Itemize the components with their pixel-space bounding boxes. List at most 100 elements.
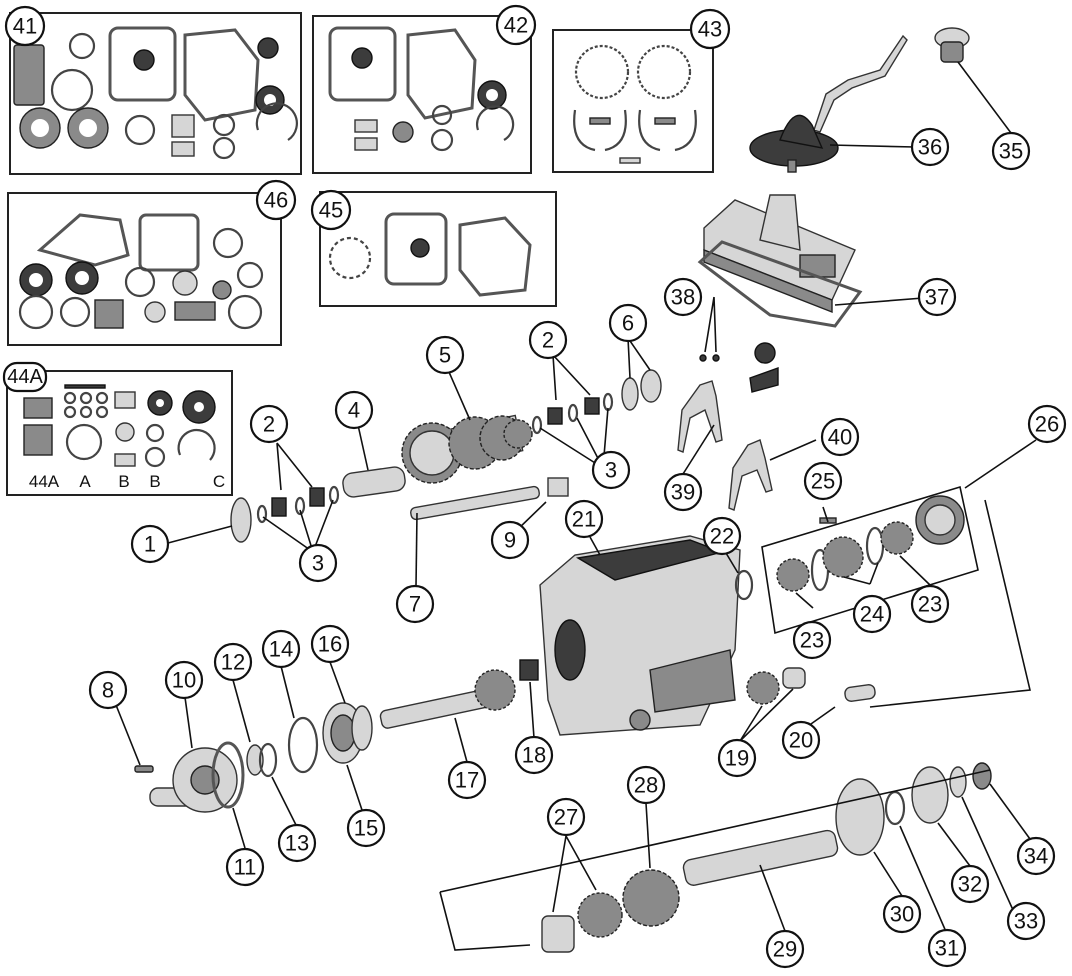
callout-label: 14: [269, 637, 293, 662]
snap-ring-13: [258, 742, 278, 778]
callout-2-left: 2: [249, 404, 289, 444]
callout-label: 7: [409, 592, 421, 617]
poppet-parts: [699, 342, 779, 393]
callout-36: 36: [910, 127, 950, 167]
snap-ring-14: [287, 716, 319, 774]
cluster-spacer: [342, 466, 406, 498]
callout-15: 15: [346, 808, 386, 848]
callout-label: 19: [725, 746, 749, 771]
kit-44a-label-c: C: [213, 472, 225, 491]
mainshaft: [682, 829, 839, 886]
mainshaft-nut: [972, 762, 992, 790]
kit-box-42: 42: [312, 4, 537, 174]
lock-plate: [547, 477, 569, 497]
callout-39: 39: [663, 472, 703, 512]
callout-6: 6: [608, 303, 648, 343]
reverse-idler-gear: [746, 667, 806, 705]
shift-knob: [934, 27, 970, 63]
callout-label: 8: [102, 678, 114, 703]
callout-label: 24: [860, 602, 884, 627]
callout-19: 19: [717, 738, 757, 778]
callout-28: 28: [626, 765, 666, 805]
countershaft: [410, 485, 540, 521]
cluster-gear: [401, 414, 533, 484]
kit-41-number: 41: [13, 14, 37, 39]
part-illustrations: [134, 27, 992, 953]
callout-label: 25: [811, 469, 835, 494]
callout-label: 18: [522, 743, 546, 768]
kit-46-number: 46: [264, 188, 288, 213]
front-bearing-retainer: [149, 747, 238, 813]
callout-label: 1: [144, 532, 156, 557]
callout-21: 21: [564, 499, 604, 539]
callout-label: 17: [455, 768, 479, 793]
kit-45-number: 45: [319, 198, 343, 223]
shift-fork-low: [677, 380, 723, 453]
pilot-bearing: [519, 659, 539, 681]
kit-41-parts: [13, 26, 298, 160]
thrust-washers: [621, 369, 662, 411]
callout-label: 30: [890, 902, 914, 927]
callout-25: 25: [803, 461, 843, 501]
callout-30: 30: [882, 894, 922, 934]
callout-label: 26: [1035, 412, 1059, 437]
callout-7: 7: [395, 584, 435, 624]
front-thrust-washer: [230, 497, 252, 543]
callout-11: 11: [225, 847, 265, 887]
callout-24: 24: [852, 594, 892, 634]
callout-9: 9: [490, 520, 530, 560]
callout-label: 9: [504, 528, 516, 553]
shift-lever: [749, 34, 908, 173]
kit-44a-label-a: A: [79, 472, 91, 491]
kit-45-parts: [328, 212, 532, 297]
main-drive-gear: [379, 669, 516, 729]
callout-label: 39: [671, 480, 695, 505]
callout-label: 21: [572, 507, 596, 532]
callout-label: 32: [958, 872, 982, 897]
callout-label: 29: [773, 937, 797, 962]
callout-8: 8: [88, 670, 128, 710]
callout-label: 38: [671, 285, 695, 310]
callout-33: 33: [1006, 901, 1046, 941]
callout-5: 5: [425, 335, 465, 375]
callout-2-right: 2: [528, 320, 568, 360]
callout-label: 36: [918, 135, 942, 160]
callout-label: 11: [234, 855, 257, 880]
callout-label: 2: [263, 412, 275, 437]
callout-40: 40: [820, 417, 860, 457]
callout-17: 17: [447, 760, 487, 800]
callout-27: 27: [546, 797, 586, 837]
kit-43-parts: [573, 44, 697, 164]
callout-12: 12: [213, 642, 253, 682]
callout-16: 16: [310, 624, 350, 664]
grouping-brackets: [439, 485, 1031, 951]
callout-label: 10: [172, 668, 196, 693]
callout-26: 26: [1027, 404, 1067, 444]
snap-ring-31: [884, 790, 906, 826]
callout-label: 22: [710, 524, 734, 549]
kit-box-45: 45: [310, 189, 557, 307]
callout-14: 14: [261, 629, 301, 669]
kit-box-41: 41: [4, 5, 302, 175]
rear-bearing: [911, 766, 949, 824]
callout-label: 37: [925, 285, 949, 310]
callout-label: 5: [439, 343, 451, 368]
callout-label: 23: [918, 592, 942, 617]
callout-29: 29: [765, 929, 805, 969]
kit-46-parts: [18, 213, 264, 330]
callout-label: 15: [354, 816, 378, 841]
shift-housing: [697, 194, 863, 328]
rear-bearing-retainer: [835, 778, 885, 856]
callout-18: 18: [514, 735, 554, 775]
callout-label: 3: [312, 551, 324, 576]
transmission-case: [539, 535, 741, 736]
callout-10: 10: [164, 660, 204, 700]
callout-label: 27: [554, 805, 578, 830]
callout-22: 22: [702, 516, 742, 556]
callout-4: 4: [334, 390, 374, 430]
callout-label: 33: [1014, 909, 1038, 934]
callout-20: 20: [781, 720, 821, 760]
synchronizer-group: [776, 495, 965, 592]
callout-label: 35: [999, 139, 1023, 164]
